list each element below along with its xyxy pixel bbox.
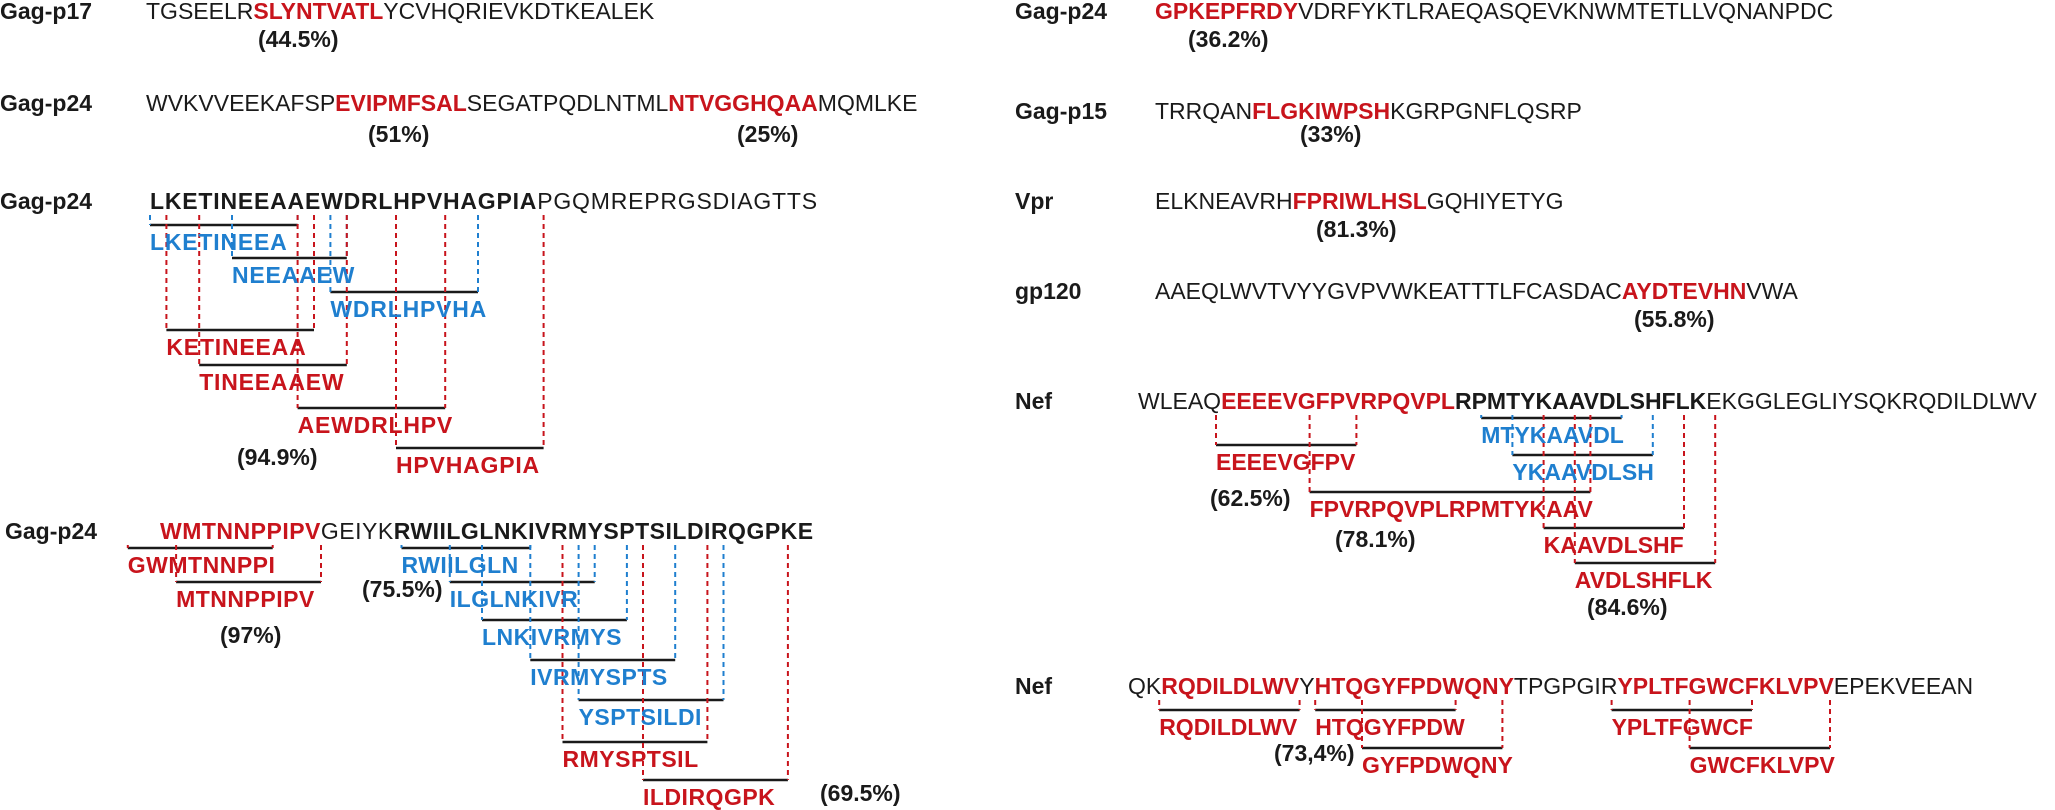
peptide-label: HTQGYFPDW [1315,714,1465,740]
sequence-segment: LKETINEEAAEWDRLHPVHAGPIA [150,188,538,214]
epitope-segment: WMTNNPPIPV [160,518,321,544]
peptide-label: LKETINEEA [150,229,288,255]
peptide-label: AVDLSHFLK [1574,567,1713,593]
peptide-label: RQDILDLWV [1159,714,1298,740]
peptide-label: IVRMYSPTS [530,664,668,690]
protein-label: Gag-p15 [1015,98,1108,124]
epitope-segment: HTQGYFPDWQNY [1314,673,1514,699]
sequence-segment: TGSEELR [146,0,254,24]
peptide-label: GWCFKLVPV [1689,752,1835,778]
peptide-label: YPLTFGWCF [1611,714,1753,740]
peptide-label: YSPTSILDI [578,704,702,730]
epitope-segment: FLGKIWPSH [1252,98,1391,124]
peptide-label: RWIILGLN [401,552,519,578]
protein-sequence: AAEQLWVTVYYGVPVWKEATTTLFCASDACAYDTEVHNVW… [1155,280,1798,303]
sequence-segment: EPEKVEEAN [1833,673,1974,699]
sequence-segment: GQHIYETYG [1426,188,1564,214]
conservation-percent: (84.6%) [1587,594,1668,620]
sequence-segment: MQMLKE [817,90,918,116]
conservation-percent: (36.2%) [1188,26,1269,52]
peptide-label: MTYKAAVDL [1481,422,1624,448]
sequence-segment: VDRFYKTLRAEQASQEVKNWMTETLLVQNANPDC [1298,0,1834,24]
conservation-percent: (51%) [368,121,430,147]
peptide-label: KAAVDLSHF [1543,532,1684,558]
protein-label: Gag-p17 [0,0,93,24]
peptide-label: GWMTNNPPI [127,552,276,578]
epitope-segment: NTVGGHQAA [668,90,818,116]
sequence-segment: QK [1128,673,1162,699]
epitope-segment: GPKEPFRDY [1155,0,1299,24]
protein-sequence: WVKVVEEKAFSPEVIPMFSALSEGATPQDLNTMLNTVGGH… [146,92,917,115]
peptide-label: WDRLHPVHA [330,296,488,322]
sequence-segment: WVKVVEEKAFSP [146,90,336,116]
conservation-percent: (78.1%) [1335,526,1416,552]
sequence-segment: TPGPGIR [1513,673,1618,699]
conservation-percent: (94.9%) [237,444,318,470]
epitope-segment: EVIPMFSAL [335,90,467,116]
sequence-segment: Y [1299,673,1315,699]
protein-sequence: LKETINEEAAEWDRLHPVHAGPIAPGQMREPRGSDIAGTT… [150,190,818,213]
protein-label: Nef [1015,673,1053,699]
epitope-segment: SLYNTVATL [253,0,384,24]
peptide-label: ILGLNKIVR [449,586,579,612]
sequence-segment: EKGGLEGLIYSQKRQDILDLWV [1706,388,2037,414]
sequence-segment: GEIYK [320,518,394,544]
protein-label: Vpr [1015,188,1054,214]
sequence-segment: VWA [1746,278,1798,304]
protein-sequence: TGSEELRSLYNTVATLYCVHQRIEVKDTKEALEK [146,0,654,23]
peptide-label: MTNNPPIPV [176,586,315,612]
protein-sequence: ELKNEAVRHFPRIWLHSLGQHIYETYG [1155,190,1564,213]
protein-sequence: WMTNNPPIPVGEIYKRWIILGLNKIVRMYSPTSILDIRQG… [160,520,814,543]
conservation-percent: (25%) [737,121,799,147]
conservation-percent: (81.3%) [1316,216,1397,242]
peptide-label: NEEAAEW [232,262,356,288]
protein-label: Gag-p24 [5,518,98,544]
epitope-segment: FPRIWLHSL [1292,188,1427,214]
protein-sequence: GPKEPFRDYVDRFYKTLRAEQASQEVKNWMTETLLVQNAN… [1155,0,1833,23]
epitope-segment: YPLTFGWCFKLVPV [1617,673,1834,699]
conservation-percent: (55.8%) [1634,306,1715,332]
sequence-segment: ELKNEAVRH [1155,188,1293,214]
sequence-segment: YCVHQRIEVKDTKEALEK [383,0,655,24]
epitope-segment: EEEEVGFPVRPQVPL [1221,388,1455,414]
protein-sequence: WLEAQEEEEVGFPVRPQVPLRPMTYKAAVDLSHFLKEKGG… [1138,390,2037,413]
conservation-percent: (73,4%) [1274,740,1355,766]
sequence-segment: KGRPGNFLQSRP [1390,98,1582,124]
peptide-label: EEEEVGFPV [1216,449,1356,475]
peptide-label: LNKIVRMYS [482,624,622,650]
sequence-segment: WLEAQ [1138,388,1222,414]
sequence-segment: SEGATPQDLNTML [466,90,669,116]
peptide-label: TINEEAAEW [199,369,345,395]
protein-label: Gag-p24 [0,90,93,116]
sequence-segment: AAEQLWVTVYYGVPVWKEATTTLFCASDAC [1155,278,1622,304]
protein-label: gp120 [1015,278,1082,304]
peptide-label: KETINEEAA [166,334,307,360]
sequence-segment: PGQMREPRGSDIAGTTS [537,188,818,214]
conservation-percent: (33%) [1300,121,1362,147]
epitope-segment: AYDTEVHN [1621,278,1747,304]
conservation-percent: (62.5%) [1210,485,1291,511]
peptide-label: HPVHAGPIA [396,452,540,478]
peptide-label: RMYSPTSIL [562,746,699,772]
conservation-percent: (69.5%) [820,780,901,806]
protein-sequence: QKRQDILDLWVYHTQGYFPDWQNYTPGPGIRYPLTFGWCF… [1128,675,1973,698]
conservation-percent: (44.5%) [258,26,339,52]
conservation-percent: (75.5%) [362,576,443,602]
sequence-segment: RPMTYKAAVDLSHFLK [1454,388,1707,414]
peptide-label: YKAAVDLSH [1512,459,1654,485]
protein-sequence: TRRQANFLGKIWPSHKGRPGNFLQSRP [1155,100,1582,123]
peptide-label: GYFPDWQNY [1362,752,1513,778]
peptide-label: FPVRPQVPLRPMTYKAAV [1309,496,1593,522]
peptide-label: AEWDRLHPV [297,412,454,438]
sequence-segment: TRRQAN [1155,98,1253,124]
epitope-segment: RQDILDLWV [1161,673,1300,699]
protein-label: Nef [1015,388,1053,414]
sequence-segment: RWIILGLNKIVRMYSPTSILDIRQGPKE [393,518,814,544]
protein-label: Gag-p24 [1015,0,1108,24]
protein-label: Gag-p24 [0,188,93,214]
peptide-label: ILDIRQGPK [643,784,776,810]
conservation-percent: (97%) [220,622,282,648]
